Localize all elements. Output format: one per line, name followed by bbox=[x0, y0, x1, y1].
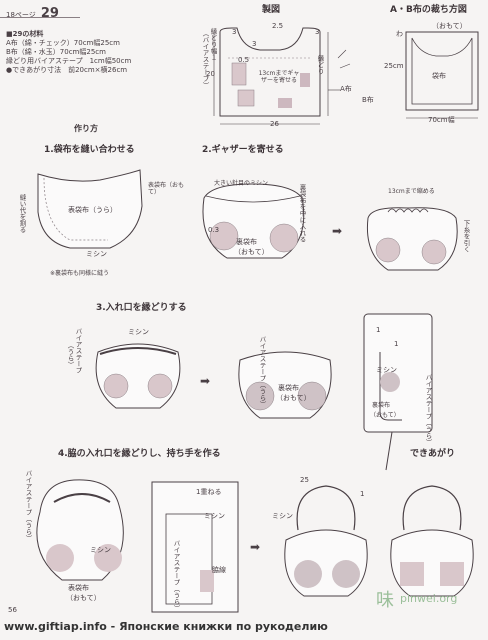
step4-front: 表袋布 bbox=[68, 584, 89, 592]
step1-seam-note: 縫い代を割る bbox=[18, 194, 26, 233]
cutting-wa: わ bbox=[396, 30, 403, 38]
step3-machine: ミシン bbox=[128, 328, 149, 336]
gather-note: 13cmまでギャザーを寄せる bbox=[258, 70, 300, 84]
dim-20: 20 bbox=[206, 70, 215, 78]
step3-bias-ura: （うら） bbox=[66, 342, 74, 368]
final-left bbox=[284, 485, 368, 597]
step2-dim-03: 0.3 bbox=[208, 226, 220, 234]
cutting-piece: 袋布 bbox=[432, 72, 446, 80]
drafting-diagram bbox=[213, 27, 351, 125]
dim-3-left: 3 bbox=[232, 28, 237, 36]
cutting-dim-25: 25cm bbox=[384, 62, 404, 70]
callout-dim: 1 bbox=[394, 340, 399, 348]
cutting-width: 70cm幅 bbox=[428, 116, 455, 124]
detail-callout bbox=[363, 313, 433, 471]
cutting-title: A・B布の裁ち方図 bbox=[390, 5, 467, 15]
materials-title: ■29の材料 bbox=[6, 30, 44, 38]
dim-05: 0.5 bbox=[238, 56, 250, 64]
step1-note: ※裏袋布も同様に縫う bbox=[50, 270, 110, 277]
label-b: B布 bbox=[362, 96, 374, 104]
step2-diagram bbox=[202, 183, 305, 259]
step4-face: （おもて） bbox=[66, 594, 101, 602]
final-machine: ミシン bbox=[272, 512, 293, 520]
series-label: 18ページ bbox=[6, 11, 36, 19]
final-right bbox=[390, 485, 474, 597]
dim-3-inner: 3 bbox=[252, 40, 257, 48]
arrow-icon: ➡ bbox=[200, 374, 211, 388]
page-header: 18ページ 29 bbox=[6, 2, 59, 21]
step1-back-label: 表袋布（うら） bbox=[68, 206, 117, 214]
step2b-diagram bbox=[366, 207, 458, 271]
step3-lining: 裏袋布 bbox=[278, 384, 299, 392]
label-a: A布 bbox=[340, 85, 352, 93]
watermark-text: pinwei.org bbox=[400, 592, 458, 605]
callout-machine: ミシン bbox=[376, 366, 397, 374]
step4-bias: バイアステープ（うら） bbox=[24, 470, 32, 542]
fold-note: 縁どり bbox=[316, 55, 324, 75]
dim-3-right: 3 bbox=[315, 28, 320, 36]
step1-front-label: 表袋布（おもて） bbox=[148, 182, 185, 196]
dim-26: 26 bbox=[270, 120, 279, 128]
step2-title: 2.ギャザーを寄せる bbox=[202, 145, 284, 155]
final-dim-25: 25 bbox=[300, 476, 309, 484]
materials-block: ■29の材料 A布（綿・チェック）70cm幅25cm B布（綿・水玉）70cm幅… bbox=[6, 30, 176, 75]
step2-big-stitch: 大きい針目のミシン bbox=[214, 180, 269, 187]
footer-url: www.giftiap.info - Японские книжки по ру… bbox=[4, 620, 328, 633]
step3b-diagram bbox=[238, 351, 332, 419]
step2-face: （おもて） bbox=[234, 248, 269, 256]
materials-line: 縁どり用バイアステープ 1cm幅50cm bbox=[6, 57, 132, 65]
bias-note: 縁どり幅１ bbox=[209, 28, 217, 61]
step3-diagram bbox=[95, 343, 181, 409]
callout-lining: 裏袋布 bbox=[372, 402, 391, 409]
materials-line: A布（綿・チェック）70cm幅25cm bbox=[6, 39, 120, 47]
watermark-glyph: 味 bbox=[376, 590, 394, 611]
materials-line: ●できあがり寸法 前20cm×横26cm bbox=[6, 66, 128, 74]
howto-title: 作り方 bbox=[74, 124, 98, 133]
callout-face: （おもて） bbox=[370, 412, 400, 419]
cutting-diagram bbox=[405, 31, 479, 119]
step1-diagram bbox=[37, 169, 143, 249]
arrow-icon: ➡ bbox=[332, 224, 343, 238]
step4-detail bbox=[151, 481, 239, 613]
step2-lining-in: 裏袋布を中に入れる bbox=[298, 184, 306, 243]
drafting-title: 製図 bbox=[262, 5, 281, 15]
bias-note-2: （バイアステープ） bbox=[201, 30, 209, 89]
step4-machine2: ミシン bbox=[204, 512, 225, 520]
cutting-face: （おもて） bbox=[432, 22, 467, 30]
step3-title: 3.入れ口を縁どりする bbox=[96, 303, 187, 313]
callout-bias: バイアステープ（うら） bbox=[424, 374, 432, 446]
header-rule bbox=[0, 17, 80, 18]
dim-top: 2.5 bbox=[272, 22, 284, 30]
materials-line: B布（綿・水玉）70cm幅25cm bbox=[6, 48, 106, 56]
step4-side: 脇線 bbox=[212, 566, 226, 574]
step2-shrink: 13cmまで縮める bbox=[388, 188, 435, 195]
callout-one: 1 bbox=[376, 326, 381, 334]
step1-title: 1.袋布を縫い合わせる bbox=[44, 145, 135, 155]
arrow-icon: ➡ bbox=[250, 540, 261, 554]
step1-machine: ミシン bbox=[86, 250, 107, 258]
series-number: 29 bbox=[40, 6, 59, 21]
step2-pull: 下糸を引く bbox=[462, 220, 470, 253]
step4-diagram bbox=[36, 479, 124, 581]
page-number: 56 bbox=[8, 606, 17, 614]
step4-machine: ミシン bbox=[90, 546, 111, 554]
step2-lining: 裏袋布 bbox=[236, 238, 257, 246]
step4-bias2: バイアステープ（うら） bbox=[172, 540, 180, 612]
step3-side-bias: バイアステープ（うら） bbox=[258, 336, 266, 408]
step3-face: （おもて） bbox=[276, 394, 311, 402]
done-title: できあがり bbox=[410, 449, 456, 459]
step3-bias: バイアステープ bbox=[74, 328, 82, 374]
final-dim-1: 1 bbox=[360, 490, 365, 498]
step4-title: 4.脇の入れ口を縁どりし、持ち手を作る bbox=[58, 449, 221, 459]
step4-overlap: 1重ねる bbox=[196, 488, 222, 496]
